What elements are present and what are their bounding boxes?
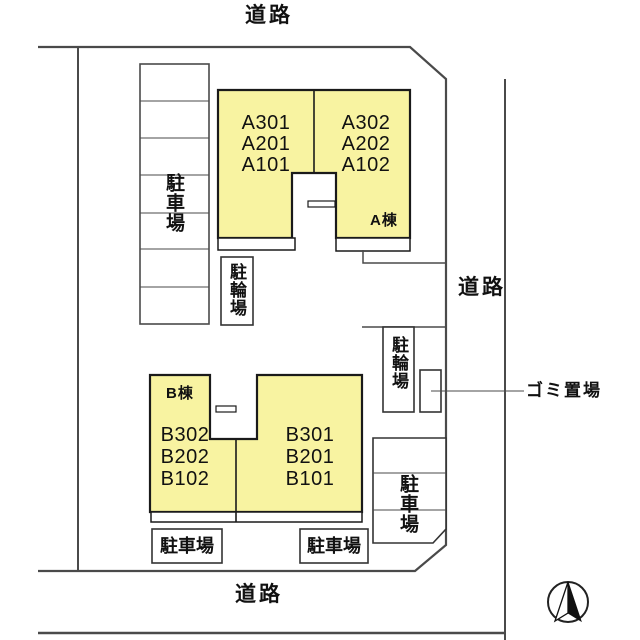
- road-label-top: 道路: [245, 4, 293, 27]
- unit-a302: A302: [341, 112, 391, 134]
- building-a-name: A棟: [370, 212, 398, 229]
- unit-a202: A202: [341, 133, 391, 155]
- unit-b102: B102: [160, 468, 210, 490]
- bicycle-parking-right-label: 駐輪場: [389, 336, 408, 390]
- parking-b-right-label: 駐車場: [307, 536, 361, 556]
- building-b-balcony: [150, 511, 363, 523]
- building-b-left-units: B302 B202 B102: [141, 424, 229, 490]
- unit-a101: A101: [241, 154, 291, 176]
- north-compass-icon: [547, 581, 589, 623]
- building-a-right-units: A302 A202 A102: [322, 113, 410, 176]
- unit-b101: B101: [285, 468, 335, 490]
- unit-a301: A301: [241, 112, 291, 134]
- bicycle-parking-a-box: [220, 256, 254, 326]
- parking-left-label: 駐車場: [163, 173, 184, 233]
- court-fence-line: [362, 250, 446, 264]
- building-a-left-balcony: [217, 237, 296, 251]
- site-boundary: [38, 45, 448, 573]
- road-label-bottom: 道路: [235, 583, 283, 606]
- bicycle-parking-right-box: [382, 326, 415, 413]
- building-a-stair-step: [307, 200, 336, 208]
- building-b-right-units: B301 B201 B101: [266, 424, 354, 490]
- unit-b202: B202: [160, 446, 210, 468]
- parking-b-left-label: 駐車場: [160, 536, 214, 556]
- unit-b201: B201: [285, 446, 335, 468]
- parking-b-right-box: [299, 528, 369, 564]
- parking-left-stalls: [139, 63, 210, 325]
- unit-b302: B302: [160, 424, 210, 446]
- bicycle-parking-a-label: 駐輪場: [227, 263, 246, 317]
- parking-right-label: 駐車場: [397, 474, 418, 534]
- parking-b-left-box: [151, 528, 223, 564]
- building-a-right-balcony: [335, 237, 411, 252]
- building-a-left-units: A301 A201 A101: [222, 113, 310, 176]
- unit-a201: A201: [241, 133, 291, 155]
- unit-b301: B301: [285, 424, 335, 446]
- garbage-area-label: ゴミ置場: [526, 381, 602, 400]
- road-label-right: 道路: [458, 276, 506, 299]
- building-b-stair-step: [215, 405, 237, 413]
- unit-a102: A102: [341, 154, 391, 176]
- parking-right-stalls: [372, 437, 447, 544]
- building-b-name: B棟: [166, 385, 194, 402]
